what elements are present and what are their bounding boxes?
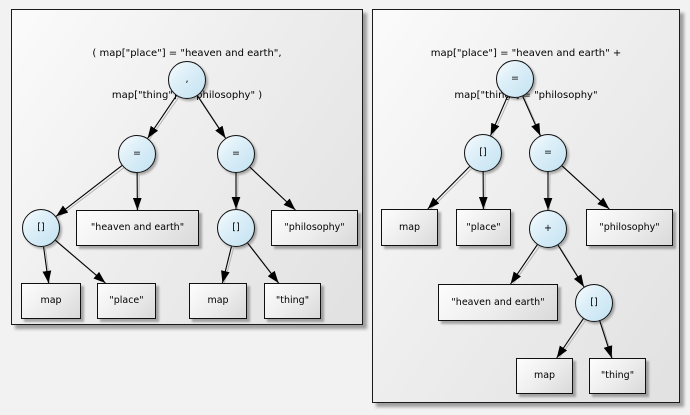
tree-node-thing: "thing" bbox=[264, 283, 321, 319]
tree-node-label: = bbox=[511, 73, 519, 85]
right-ast-panel: map["place"] = "heaven and earth" + map[… bbox=[372, 9, 680, 403]
tree-node-assign2: = bbox=[217, 135, 255, 173]
tree-node-label: [] bbox=[479, 147, 487, 159]
tree-node-label: map bbox=[40, 295, 62, 307]
tree-node-subscript1: [] bbox=[464, 134, 502, 172]
expression-line: ( map["place"] = "heaven and earth", bbox=[92, 48, 282, 59]
tree-node-assign2: = bbox=[529, 134, 567, 172]
tree-node-label: [] bbox=[590, 297, 598, 309]
tree-node-comma: , bbox=[168, 61, 206, 99]
tree-edge-shadow bbox=[511, 246, 540, 286]
tree-edges-layer bbox=[42, 95, 298, 285]
tree-node-philosophy: "philosophy" bbox=[271, 210, 358, 246]
tree-node-label: , bbox=[185, 74, 189, 86]
tree-node-subscript1: [] bbox=[22, 209, 60, 247]
tree-node-plus: + bbox=[529, 210, 567, 248]
tree-edge-shadow bbox=[491, 98, 510, 138]
tree-edge bbox=[249, 166, 296, 211]
tree-node-place: "place" bbox=[456, 209, 511, 246]
tree-edge-shadow bbox=[237, 174, 239, 211]
tree-node-assign1: = bbox=[118, 135, 156, 173]
tree-edge bbox=[522, 96, 541, 136]
tree-edge-shadow bbox=[601, 322, 614, 360]
tree-edge bbox=[197, 95, 226, 139]
tree-edge-shadow bbox=[57, 167, 125, 219]
tree-node-thing: "thing" bbox=[589, 358, 646, 394]
tree-node-label: = bbox=[133, 148, 141, 160]
tree-edge bbox=[55, 239, 106, 284]
tree-node-label: "thing" bbox=[275, 295, 310, 307]
tree-edges-layer bbox=[427, 96, 614, 360]
tree-edge bbox=[221, 246, 232, 284]
tree-node-label: map bbox=[533, 370, 556, 382]
tree-node-label: "heaven and earth" bbox=[451, 296, 545, 308]
tree-node-subscript2: [] bbox=[217, 209, 255, 247]
tree-node-assign_root: = bbox=[496, 60, 534, 98]
tree-node-map1: map bbox=[381, 209, 438, 246]
tree-node-map2: map bbox=[516, 358, 573, 394]
tree-edge bbox=[557, 244, 585, 288]
tree-edge-shadow bbox=[428, 168, 473, 211]
tree-edge bbox=[556, 318, 584, 359]
tree-edge bbox=[42, 246, 52, 284]
tree-node-label: map bbox=[207, 295, 229, 307]
tree-node-philosophy: "philosophy" bbox=[586, 209, 673, 246]
tree-node-heaven: "heaven and earth" bbox=[438, 284, 558, 321]
tree-edge-shadow bbox=[223, 248, 234, 285]
tree-edge bbox=[147, 95, 177, 139]
tree-node-label: = bbox=[544, 147, 552, 159]
tree-edge-shadow bbox=[148, 97, 179, 141]
tree-node-label: [] bbox=[232, 222, 240, 234]
tree-node-label: [] bbox=[37, 222, 45, 234]
tree-node-label: map bbox=[398, 221, 421, 233]
tree-edge bbox=[55, 165, 123, 217]
tree-edge bbox=[599, 320, 613, 359]
tree-node-label: "place" bbox=[109, 295, 144, 307]
tree-node-place: "place" bbox=[97, 283, 156, 319]
tree-edge-shadow bbox=[557, 320, 586, 360]
tree-node-label: "place" bbox=[466, 221, 501, 233]
tree-edge-shadow bbox=[549, 173, 551, 212]
expression-line: map["place"] = "heaven and earth" + bbox=[430, 48, 622, 59]
tree-node-heaven: "heaven and earth" bbox=[76, 210, 199, 246]
tree-edge-shadow bbox=[524, 98, 543, 138]
tree-node-label: + bbox=[544, 223, 552, 235]
expression-line: map["thing"] = "philosophy" bbox=[454, 90, 598, 101]
expression-title: map["place"] = "heaven and earth" + map[… bbox=[373, 19, 679, 131]
tree-node-label: "heaven and earth" bbox=[90, 222, 185, 234]
tree-edge bbox=[427, 166, 471, 210]
tree-edge bbox=[247, 242, 280, 284]
tree-node-label: "philosophy" bbox=[599, 221, 660, 233]
tree-node-label: = bbox=[232, 148, 240, 160]
tree-node-subscript2: [] bbox=[575, 284, 613, 322]
tree-node-map2: map bbox=[189, 283, 247, 319]
tree-node-label: "thing" bbox=[600, 370, 635, 382]
tree-edge bbox=[561, 165, 610, 210]
tree-edge bbox=[490, 96, 508, 136]
tree-node-label: "philosophy" bbox=[284, 222, 345, 234]
tree-node-map1: map bbox=[21, 283, 81, 319]
left-ast-panel: ( map["place"] = "heaven and earth", map… bbox=[11, 9, 363, 325]
tree-edge bbox=[510, 244, 538, 285]
